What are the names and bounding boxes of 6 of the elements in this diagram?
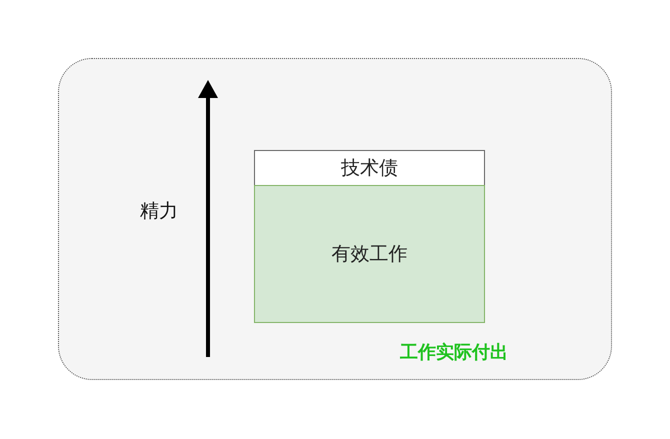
category-label: 有效工作: [332, 242, 408, 267]
axis-label: 精力: [140, 199, 178, 224]
category-box: [254, 150, 485, 186]
bar-caption: 工作实际付出: [400, 341, 508, 364]
category-box: [254, 185, 485, 323]
category-label: 技术债: [341, 156, 398, 181]
